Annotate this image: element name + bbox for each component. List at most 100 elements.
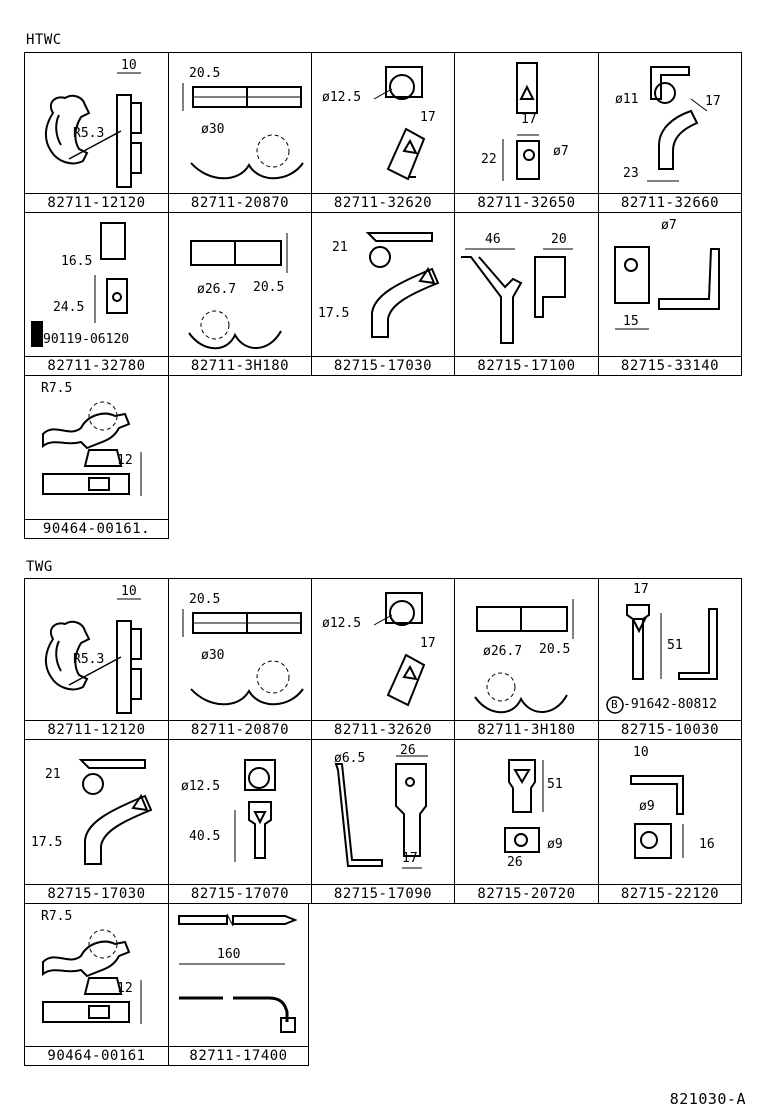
part-number: 82715-10030 bbox=[599, 720, 741, 739]
part-cell: 20.5 ø30 82711-20870 bbox=[168, 578, 312, 740]
dim-label: ø12.5 bbox=[181, 779, 221, 794]
clip-drawing bbox=[45, 598, 142, 714]
part-cell: 17 51 B -91642-80812 82715-10030 bbox=[598, 578, 742, 740]
clip-drawing bbox=[234, 759, 276, 862]
clip-drawing bbox=[45, 72, 142, 188]
dim-label: 23 bbox=[623, 166, 639, 181]
clip-drawing bbox=[188, 233, 288, 350]
clip-drawing bbox=[504, 759, 544, 853]
clip-drawing bbox=[606, 604, 718, 714]
dim-label: 16.5 bbox=[61, 254, 93, 269]
part-cell: ø12.5 17 82711-32620 bbox=[311, 578, 455, 740]
dim-label: ø11 bbox=[615, 92, 639, 107]
part-number: 82711-32620 bbox=[312, 720, 454, 739]
dim-label: 16 bbox=[699, 837, 715, 852]
clip-drawing bbox=[373, 592, 426, 707]
dim-label: ø26.7 bbox=[197, 282, 237, 297]
dim-label: 26 bbox=[507, 855, 523, 870]
clip-drawing bbox=[365, 232, 440, 338]
dim-label: 10 bbox=[633, 745, 649, 760]
part-cell: ø12.5 40.5 82715-17070 bbox=[168, 739, 312, 904]
clip-drawing bbox=[461, 248, 573, 344]
dim-label: 40.5 bbox=[189, 829, 221, 844]
clip-drawing bbox=[182, 83, 304, 180]
part-number: 82715-17100 bbox=[455, 356, 598, 375]
part-cell: ø7 15 82715-33140 bbox=[598, 212, 742, 376]
part-number: 82715-20720 bbox=[455, 884, 598, 903]
dim-label: 20.5 bbox=[253, 280, 285, 295]
part-number: 82715-17090 bbox=[312, 884, 454, 903]
part-cell: 10 ø9 16 82715-22120 bbox=[598, 739, 742, 904]
part-number: 82711-3H180 bbox=[169, 356, 311, 375]
dim-label: 17 bbox=[705, 94, 721, 109]
part-cell: 46 20 82715-17100 bbox=[454, 212, 599, 376]
dim-label: 10 bbox=[121, 584, 137, 599]
part-number: 82711-20870 bbox=[169, 720, 311, 739]
part-cell: ø6.5 26 17 82715-17090 bbox=[311, 739, 455, 904]
part-cell: R7.5 12 90464-00161. bbox=[24, 375, 169, 539]
dim-label: 21 bbox=[45, 767, 61, 782]
part-cell: 10 R5.3 82711-12120 bbox=[24, 578, 169, 740]
part-number: 82715-22120 bbox=[599, 884, 741, 903]
clip-drawing bbox=[614, 246, 720, 330]
part-number: 82711-20870 bbox=[169, 193, 311, 212]
part-number: 82711-12120 bbox=[25, 720, 168, 739]
dim-label: 15 bbox=[623, 314, 639, 329]
part-number: 82715-17030 bbox=[312, 356, 454, 375]
part-number: 82711-32620 bbox=[312, 193, 454, 212]
dim-label: 160 bbox=[217, 947, 241, 962]
dim-label: R5.3 bbox=[73, 652, 105, 667]
dim-label: 17.5 bbox=[318, 306, 350, 321]
dim-label: ø6.5 bbox=[334, 751, 366, 766]
dim-label: ø30 bbox=[201, 648, 225, 663]
part-cell: 20.5 ø30 82711-20870 bbox=[168, 52, 312, 213]
part-number: 82715-33140 bbox=[599, 356, 741, 375]
dim-label: 17 bbox=[521, 112, 537, 127]
dim-label: 51 bbox=[547, 777, 563, 792]
part-cell: 21 17.5 82715-17030 bbox=[24, 739, 169, 904]
part-cell: 51 ø9 26 82715-20720 bbox=[454, 739, 599, 904]
part-cell: ø11 17 23 82711-32660 bbox=[598, 52, 742, 213]
dim-label: 22 bbox=[481, 152, 497, 167]
clip-drawing bbox=[42, 401, 142, 496]
part-cell: R7.5 12 90464-00161 bbox=[24, 903, 169, 1066]
dim-label: 17 bbox=[402, 851, 418, 866]
dim-label: R7.5 bbox=[41, 381, 73, 396]
dim-label: ø26.7 bbox=[483, 644, 523, 659]
dim-label: ø9 bbox=[639, 799, 655, 814]
section-title-htwc: HTWC bbox=[26, 32, 62, 48]
clip-drawing bbox=[630, 775, 684, 859]
clip-drawing bbox=[373, 66, 426, 181]
dim-label: 26 bbox=[400, 743, 416, 758]
clip-drawing bbox=[178, 913, 298, 1033]
reference-code: 821030-A bbox=[669, 1090, 746, 1108]
part-number: 82711-12120 bbox=[25, 193, 168, 212]
clip-drawing bbox=[474, 599, 574, 714]
clip-drawing bbox=[31, 222, 128, 347]
part-number: 82711-32650 bbox=[455, 193, 598, 212]
dim-label: -91642-80812 bbox=[623, 697, 717, 712]
part-cell: 21 17.5 82715-17030 bbox=[311, 212, 455, 376]
dim-label: 12 bbox=[117, 453, 133, 468]
dim-label: ø7 bbox=[553, 144, 569, 159]
clip-drawing bbox=[42, 929, 142, 1024]
dim-label: ø9 bbox=[547, 837, 563, 852]
part-number: 82715-17030 bbox=[25, 884, 168, 903]
dim-label: R5.3 bbox=[73, 126, 105, 141]
dim-label: 46 bbox=[485, 232, 501, 247]
dim-label: 17 bbox=[633, 582, 649, 597]
part-number: 90464-00161 bbox=[25, 1046, 168, 1065]
clip-drawing bbox=[78, 759, 153, 865]
dim-label: 10 bbox=[121, 58, 137, 73]
clip-drawing bbox=[647, 66, 708, 182]
part-number: 82711-3H180 bbox=[455, 720, 598, 739]
clip-drawing bbox=[334, 755, 428, 869]
dim-label: 90119-06120 bbox=[43, 332, 130, 347]
part-cell: 10 R5.3 82711-12120 bbox=[24, 52, 169, 213]
clip-drawing bbox=[502, 62, 540, 181]
part-cell: 16.5 24.5 90119-06120 82711-32780 bbox=[24, 212, 169, 376]
dim-label: ø12.5 bbox=[322, 90, 362, 105]
part-number: 82715-17070 bbox=[169, 884, 311, 903]
part-number: 82711-32660 bbox=[599, 193, 741, 212]
dim-label: 17 bbox=[420, 636, 436, 651]
